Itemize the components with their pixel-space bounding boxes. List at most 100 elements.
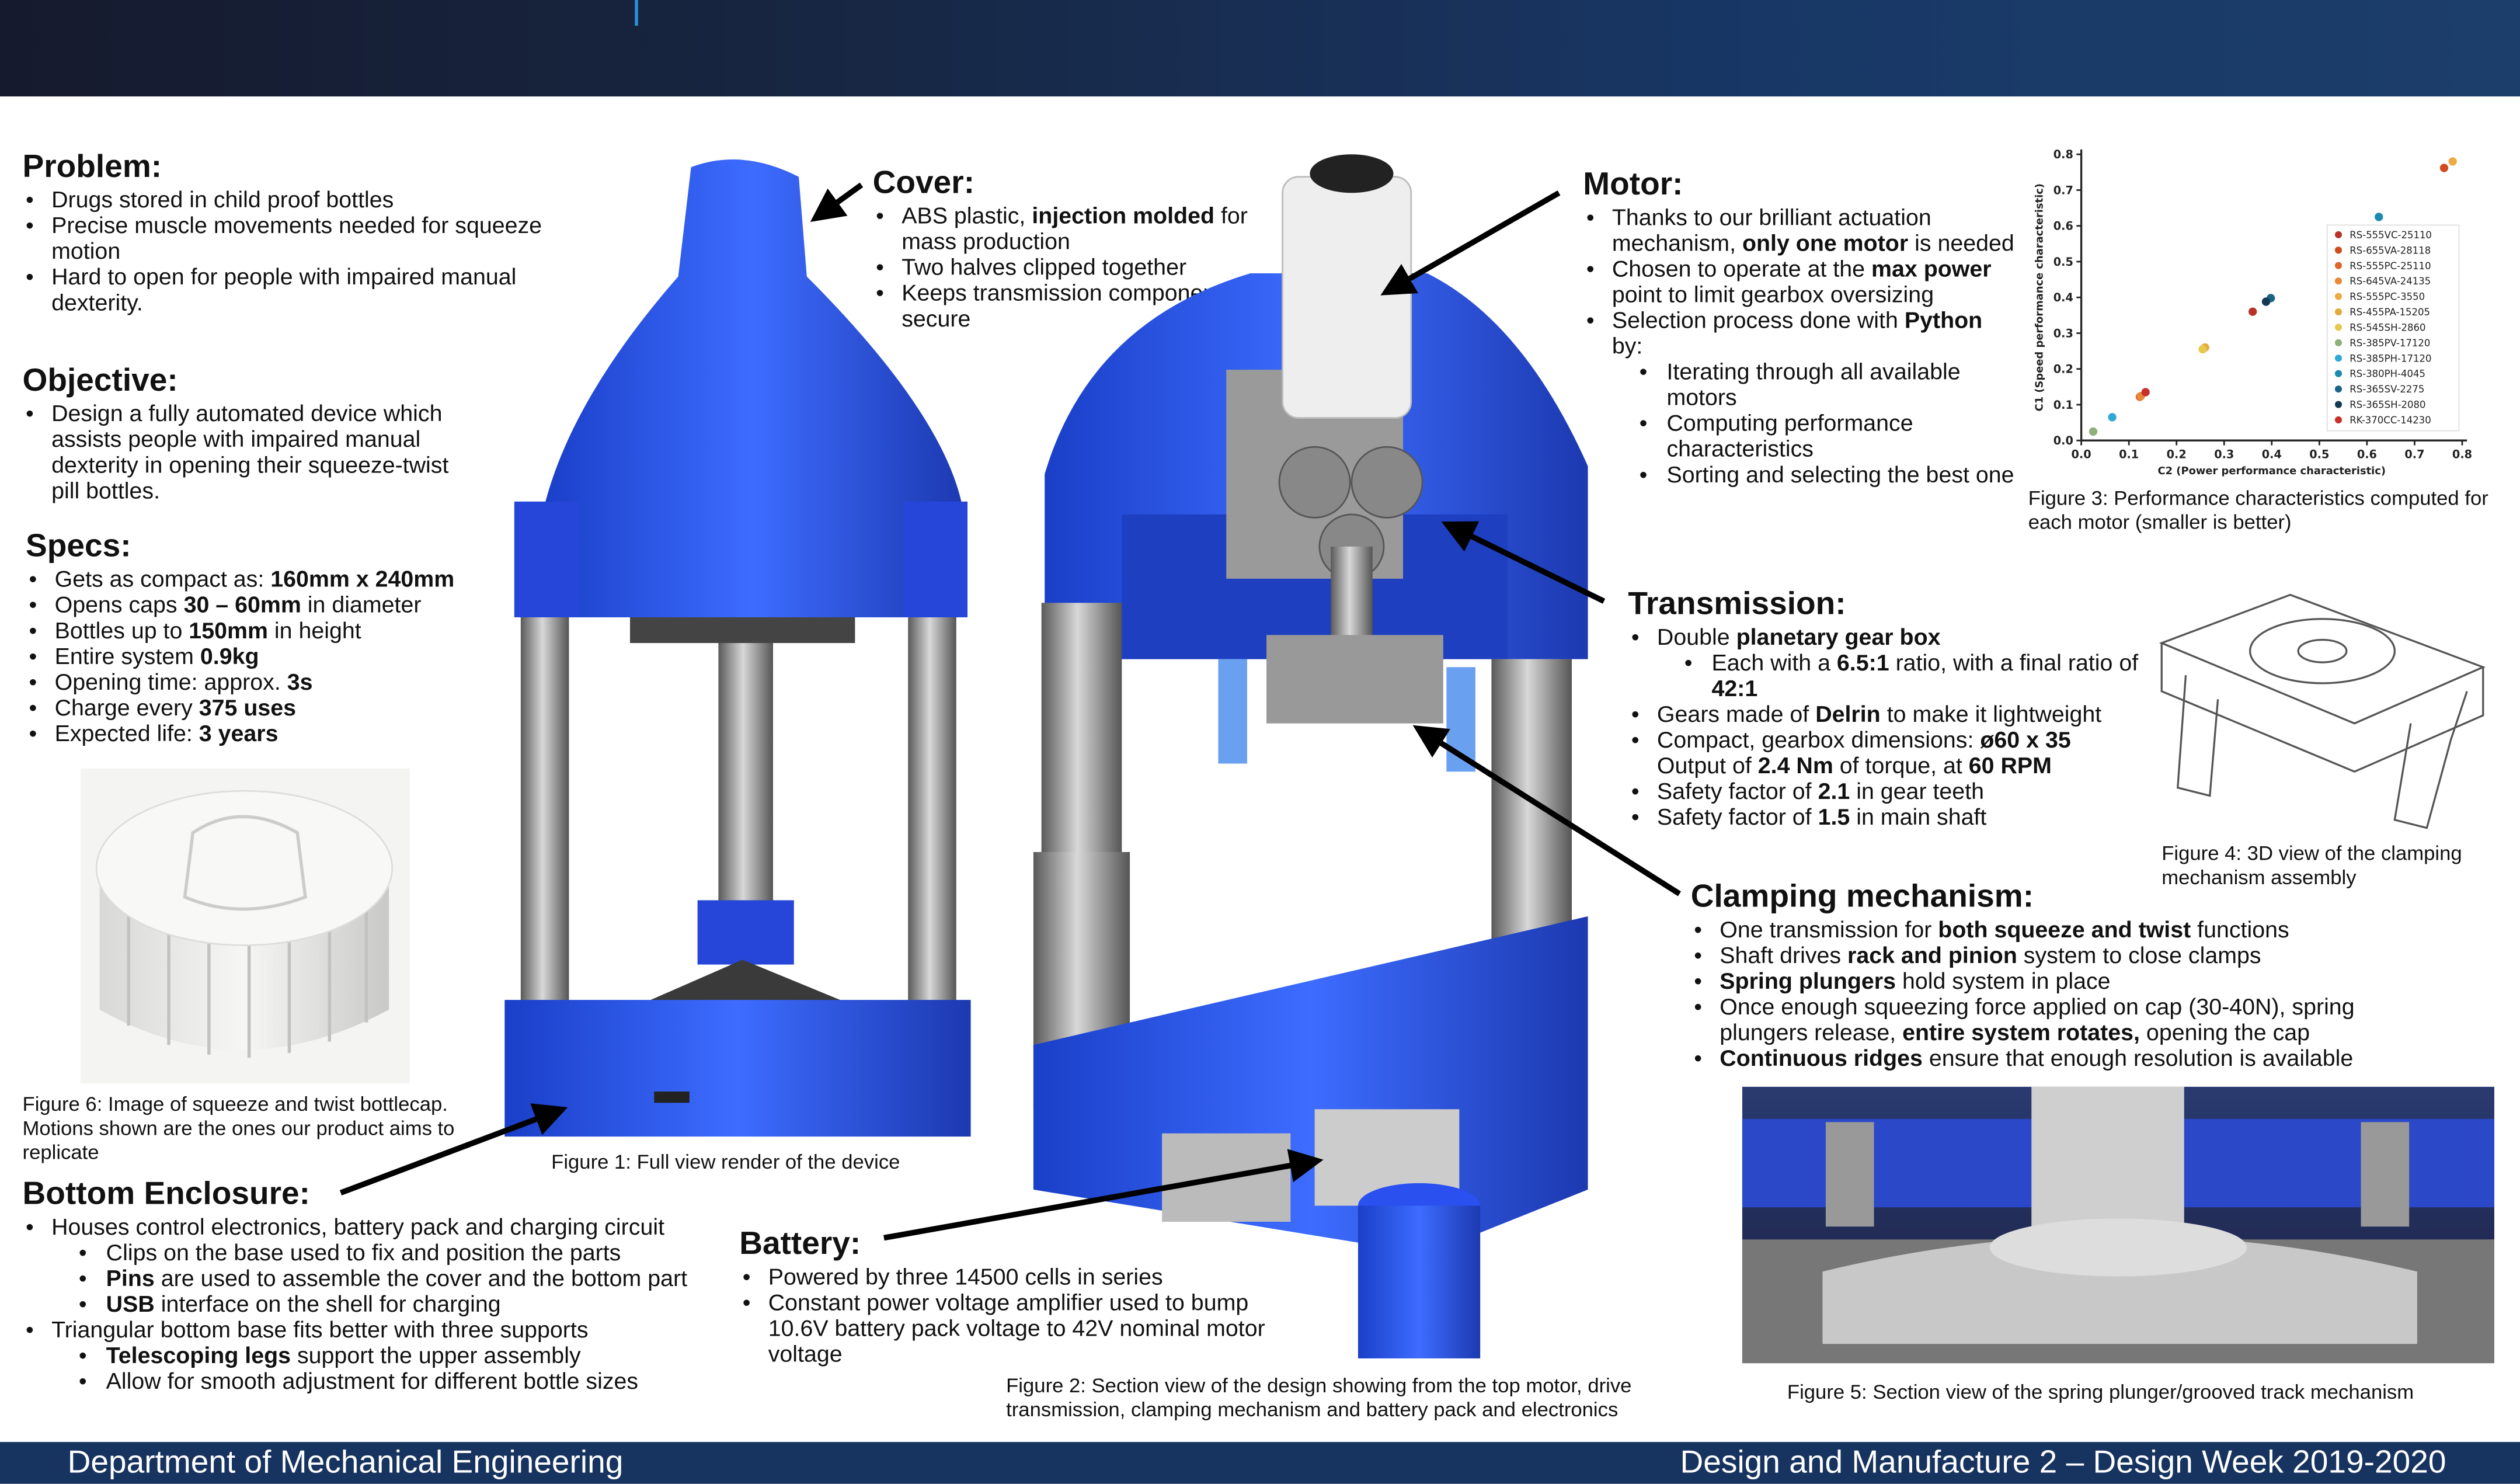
cover-section: Cover: ABS plastic, injection molded for… — [873, 166, 1251, 333]
legend-label: RK-370CC-14230 — [2350, 415, 2431, 426]
legend-marker — [2334, 385, 2343, 393]
bullet-text: Shaft drives — [1720, 943, 1848, 969]
bullet-emphasis: 0.9kg — [200, 644, 259, 670]
y-tick-label: 0.8 — [2053, 148, 2073, 161]
objective-heading: Objective: — [22, 363, 178, 399]
cover-heading: Cover: — [872, 165, 975, 201]
battery-section: Battery: Powered by three 14500 cells in… — [739, 1226, 1301, 1368]
bullet-item: Keeps transmission components secure — [873, 281, 1251, 333]
bullet-emphasis: 375 uses — [199, 696, 297, 722]
bullet-emphasis: 3 years — [199, 721, 279, 748]
bullet-text: Hard to open for people with impaired ma… — [51, 265, 517, 317]
legend-marker — [2334, 401, 2343, 408]
bullet-text: Two halves clipped together — [902, 255, 1187, 281]
bullet-text: ABS plastic, — [902, 204, 1032, 230]
bullet-item: Gets as compact as: 160mm x 240mm — [26, 568, 508, 593]
bullet-text: in gear teeth — [1850, 780, 1985, 806]
footer-department: Department of Mechanical Engineering — [67, 1445, 624, 1481]
bullet-text: is needed — [1908, 231, 2014, 258]
bullet-emphasis: both squeeze and twist — [1938, 917, 2191, 944]
bullet-item: Computing performance characteristics — [1583, 412, 2017, 463]
data-point — [2248, 307, 2257, 316]
legend-label: RS-365SH-2080 — [2350, 399, 2425, 411]
bullet-item: Safety factor of 1.5 in main shaft — [1628, 805, 2142, 831]
bullet-text: Drugs stored in child proof bottles — [51, 188, 394, 214]
data-point — [2089, 427, 2098, 436]
clamping-heading: Clamping mechanism: — [1690, 879, 2034, 915]
figure4-clamp-render — [2159, 593, 2486, 829]
bullet-text: Gets as compact as: — [54, 567, 271, 593]
bullet-text: hold system in place — [1896, 969, 2111, 995]
x-tick-label: 0.2 — [2167, 447, 2187, 461]
y-tick-label: 0.3 — [2053, 326, 2073, 340]
bottom-enclosure-heading: Bottom Enclosure: — [22, 1176, 310, 1212]
specs-list: Gets as compact as: 160mm x 240mmOpens c… — [26, 568, 508, 748]
bullet-text: for mass production — [902, 204, 1248, 256]
header-accent-line — [635, 0, 638, 26]
bullet-emphasis: injection molded — [1032, 204, 1215, 230]
transmission-list: Double planetary gear boxEach with a 6.5… — [1628, 625, 2142, 831]
clamping-section: Clamping mechanism: One transmission for… — [1691, 880, 2398, 1072]
bullet-text: functions — [2191, 917, 2289, 944]
figure1-caption: Figure 1: Full view render of the device — [551, 1151, 900, 1174]
figure5-caption: Figure 5: Section view of the spring plu… — [1787, 1381, 2414, 1404]
bullet-text: ensure that enough resolution is availab… — [1922, 1046, 2354, 1072]
bullet-emphasis: 1.5 — [1818, 805, 1850, 832]
bullet-item: Telescoping legs support the upper assem… — [23, 1344, 730, 1370]
x-tick-label: 0.1 — [2119, 447, 2139, 461]
figure2-section-render — [1033, 154, 1588, 1358]
bullet-text: Design a fully automated device which as… — [51, 402, 449, 505]
x-tick-label: 0.6 — [2357, 447, 2377, 461]
legend-marker — [2334, 231, 2343, 238]
data-point — [2439, 164, 2449, 172]
bullet-text: Iterating through all available motors — [1666, 360, 1961, 412]
y-tick-label: 0.2 — [2053, 363, 2073, 376]
x-tick-label: 0.3 — [2214, 447, 2234, 461]
figure3-caption: Figure 3: Performance characteristics co… — [2028, 487, 2488, 534]
bullet-text: Bottles up to — [54, 618, 189, 645]
bullet-item: Drugs stored in child proof bottles — [23, 188, 569, 214]
y-tick-label: 0.5 — [2053, 255, 2073, 269]
data-point — [2261, 297, 2271, 306]
bullet-emphasis: 30 – 60mm — [183, 593, 301, 619]
bullet-item: Chosen to operate at the max power point… — [1583, 257, 2017, 308]
bullet-text: Opens caps — [54, 593, 184, 619]
data-point — [2108, 413, 2117, 422]
objective-list: Design a fully automated device which as… — [23, 402, 481, 505]
bullet-item: Pins are used to assemble the cover and … — [23, 1267, 730, 1292]
legend-marker — [2334, 355, 2343, 362]
motor-list: Thanks to our brilliant actuation mechan… — [1583, 206, 2017, 488]
bullet-text: Gears made of — [1656, 702, 1816, 728]
x-tick-label: 0.8 — [2452, 447, 2472, 461]
figure2-caption: Figure 2: Section view of the design sho… — [1006, 1374, 1632, 1422]
bullet-emphasis: 2.4 Nm — [1757, 753, 1833, 780]
bullet-item: Opens caps 30 – 60mm in diameter — [26, 593, 508, 619]
transmission-section: Transmission: Double planetary gear boxE… — [1628, 587, 2142, 831]
figure1-device-render — [504, 159, 971, 1137]
legend-label: RS-385PH-17120 — [2350, 353, 2431, 364]
cover-list: ABS plastic, injection molded for mass p… — [873, 204, 1251, 333]
bullet-emphasis: entire system rotates, — [1902, 1020, 2140, 1047]
specs-section: Specs: Gets as compact as: 160mm x 240mm… — [26, 529, 508, 748]
bullet-item: Entire system 0.9kg — [26, 645, 508, 670]
bullet-text: Opening time: approx. — [54, 670, 287, 696]
bullet-text: Keeps transmission components secure — [902, 281, 1234, 333]
bullet-text: Compact, gearbox dimensions: — [1656, 728, 1981, 754]
legend-label: RS-455PA-15205 — [2350, 307, 2430, 318]
bullet-emphasis: 6.5:1 — [1836, 651, 1889, 677]
bullet-item: Design a fully automated device which as… — [23, 402, 481, 505]
bullet-text: Expected life: — [54, 721, 199, 748]
x-tick-label: 0.4 — [2262, 447, 2282, 461]
bullet-emphasis: 2.1 — [1818, 780, 1850, 806]
bullet-text: Precise muscle movements needed for sque… — [51, 214, 542, 266]
legend-marker — [2334, 324, 2343, 331]
legend-label: RS-545SH-2860 — [2350, 322, 2425, 333]
legend-marker — [2334, 308, 2343, 316]
legend-label: RS-365SV-2275 — [2350, 384, 2424, 395]
footer-banner: Department of Mechanical Engineering Des… — [0, 1442, 2520, 1484]
legend-marker — [2334, 277, 2343, 285]
specs-heading: Specs: — [26, 529, 131, 565]
bullet-emphasis: Spring plungers — [1720, 969, 1896, 995]
bullet-emphasis: max power — [1871, 257, 1992, 283]
bullet-text: system to close clamps — [2017, 943, 2261, 969]
